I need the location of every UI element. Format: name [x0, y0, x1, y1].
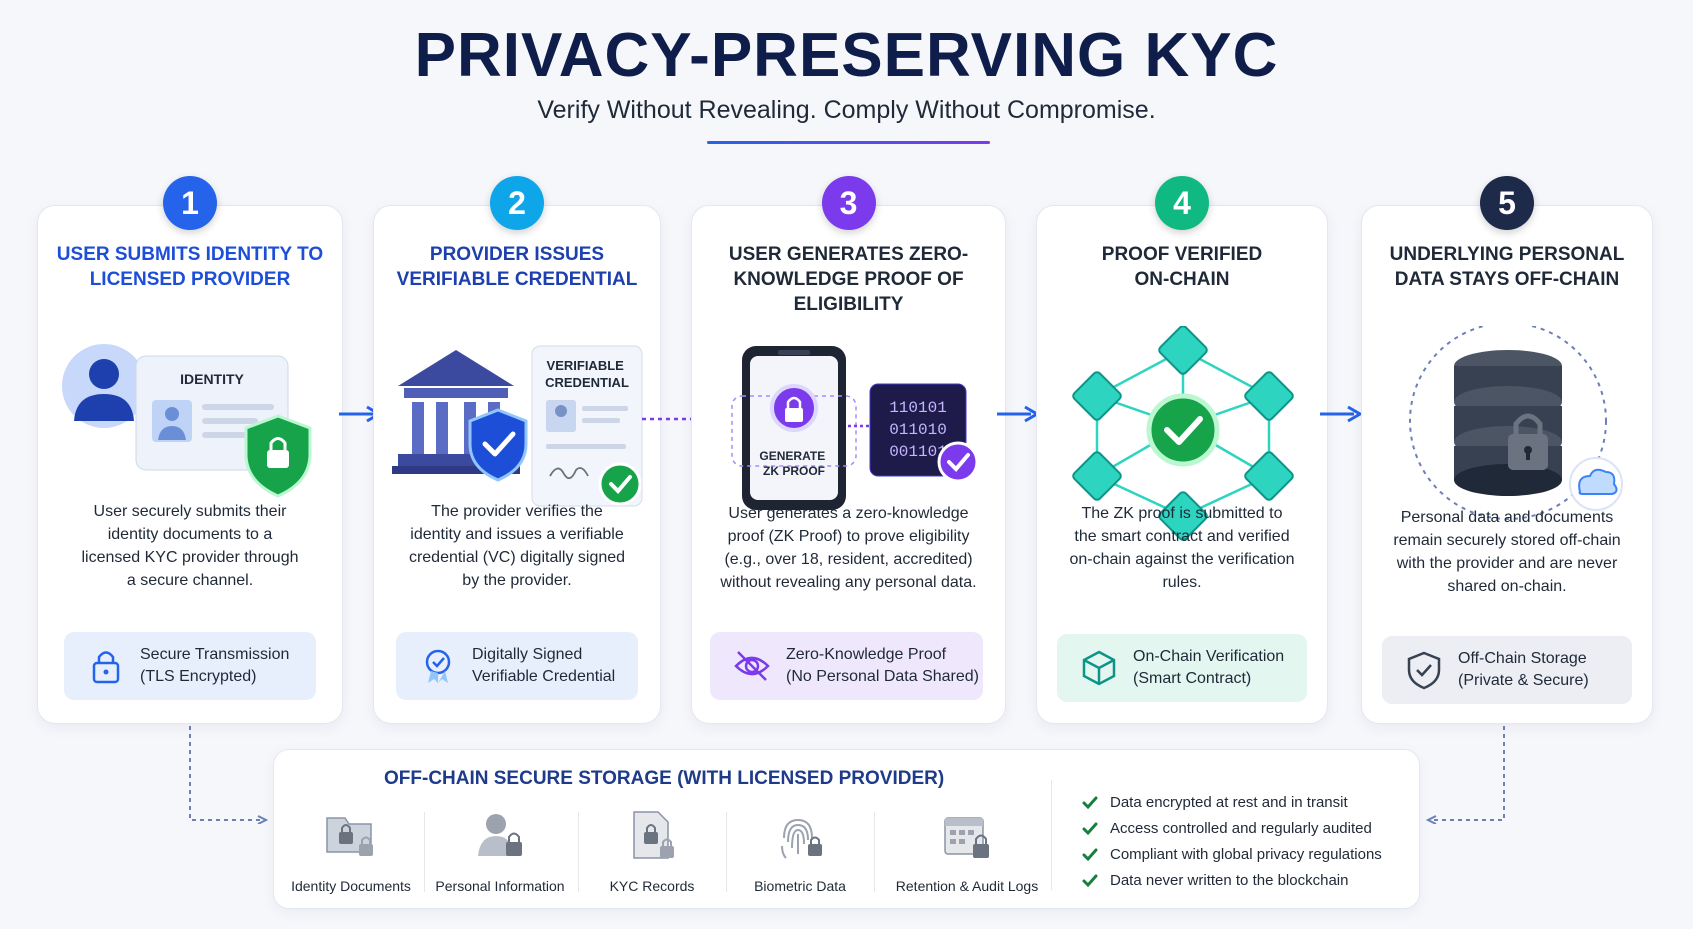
pill-line-2: (Private & Secure): [1458, 672, 1589, 689]
checkmark-icon: [1082, 822, 1098, 836]
step-description: The ZK proof is submitted to the smart c…: [1069, 505, 1295, 591]
step-number-badge: 1: [163, 176, 217, 230]
step-title: PROVIDER ISSUES VERIFIABLE CREDENTIAL: [396, 244, 638, 290]
step-title: UNDERLYING PERSONAL DATA STAYS OFF-CHAIN: [1389, 244, 1625, 290]
bank-building-icon: [398, 350, 514, 386]
step-description: Personal data and documents remain secur…: [1393, 509, 1621, 595]
pill-line-1: Zero-Knowledge Proof: [786, 646, 947, 663]
zk-proof-label: GENERATE ZK PROOF: [759, 449, 828, 478]
step-number-badge: 2: [490, 176, 544, 230]
step-feature-pill: Secure Transmission (TLS Encrypted): [64, 632, 316, 700]
pill-line-2: (No Personal Data Shared): [786, 668, 979, 685]
pill-line-1: Off-Chain Storage: [1458, 650, 1587, 667]
pill-line-1: On-Chain Verification: [1133, 648, 1285, 665]
pill-line-2: (TLS Encrypted): [140, 668, 257, 685]
storage-item-label: Biometric Data: [754, 878, 846, 894]
storage-divider: [424, 812, 425, 892]
database-icon: [1454, 350, 1562, 496]
checkmark-icon: [1082, 874, 1098, 888]
credential-label-line2: CREDENTIAL: [545, 375, 629, 390]
storage-item-personal-information: Personal Information: [425, 808, 575, 900]
flow-arrow-icon: [1320, 405, 1363, 423]
svg-text:011010: 011010: [889, 421, 947, 439]
verified-check-icon: [1146, 393, 1220, 467]
step-number-badge: 3: [821, 176, 876, 230]
step-card-3: 3 USER GENERATES ZERO-KNOWLEDGE PROOF OF…: [691, 176, 1006, 724]
certificate-badge-icon: [425, 649, 451, 683]
checklist-item: Data encrypted at rest and in transit: [1082, 790, 1412, 816]
step-feature-pill: Off-Chain Storage (Private & Secure): [1382, 636, 1632, 704]
cloud-icon: [1578, 468, 1618, 495]
left-connector-arrow-icon: [189, 726, 269, 824]
step-card-2: 2 PROVIDER ISSUES VERIFIABLE CREDENTIAL …: [373, 176, 661, 724]
svg-text:110101: 110101: [889, 399, 947, 417]
blockchain-node-icon: [1072, 326, 1294, 541]
checklist-item: Access controlled and regularly audited: [1082, 816, 1412, 842]
page-subtitle: Verify Without Revealing. Comply Without…: [537, 96, 1156, 124]
step-number-badge: 5: [1480, 176, 1534, 230]
id-card-label: IDENTITY: [180, 371, 244, 387]
offchain-storage-panel: OFF-CHAIN SECURE STORAGE (WITH LICENSED …: [273, 749, 1420, 909]
identity-submission-illustration: IDENTITY: [62, 344, 312, 498]
page-title: PRIVACY-PRESERVING KYC: [414, 21, 1279, 90]
step-description: User securely submits their identity doc…: [81, 503, 299, 589]
check-circle-icon: [598, 462, 642, 506]
storage-divider: [578, 812, 579, 892]
storage-item-label: Personal Information: [435, 878, 565, 894]
title-divider: [707, 141, 990, 144]
credential-label: VERIFIABLE CREDENTIAL: [545, 358, 629, 390]
zk-proof-illustration: GENERATE ZK PROOF 110101 011010 001101: [731, 346, 979, 510]
checklist-item: Compliant with global privacy regulation…: [1082, 842, 1412, 868]
pill-line-1: Digitally Signed: [472, 646, 583, 663]
step-title: PROOF VERIFIED ON-CHAIN: [1101, 244, 1263, 290]
pill-line-1: Secure Transmission: [140, 646, 290, 663]
calendar-lock-icon: [944, 817, 989, 858]
storage-item-label: KYC Records: [609, 878, 695, 894]
checklist-item: Data never written to the blockchain: [1082, 868, 1412, 894]
storage-divider: [1051, 780, 1052, 890]
check-circle-icon: [937, 441, 979, 483]
fingerprint-lock-icon: [781, 818, 822, 859]
step-card-4: 4 PROOF VERIFIED ON-CHAIN The ZK proof i…: [1036, 176, 1328, 724]
storage-title: OFF-CHAIN SECURE STORAGE (WITH LICENSED …: [384, 768, 945, 789]
eye-off-icon: [734, 651, 770, 681]
credential-issuance-illustration: VERIFIABLE CREDENTIAL: [392, 345, 643, 507]
blockchain-network-illustration: [1072, 326, 1294, 541]
storage-item-retention-audit-logs: Retention & Audit Logs: [882, 808, 1052, 900]
svg-text:001101: 001101: [889, 443, 947, 461]
storage-item-kyc-records: KYC Records: [577, 808, 727, 900]
checkmark-icon: [1082, 796, 1098, 810]
step-card-1: 1 USER SUBMITS IDENTITY TO LICENSED PROV…: [37, 176, 343, 724]
pill-line-2: (Smart Contract): [1133, 670, 1252, 687]
storage-item-label: Identity Documents: [291, 878, 411, 894]
step-feature-pill: On-Chain Verification (Smart Contract): [1057, 634, 1307, 702]
right-connector-arrow-icon: [1425, 726, 1505, 824]
storage-item-identity-documents: Identity Documents: [276, 808, 426, 900]
step-number-badge: 4: [1155, 176, 1209, 230]
padlock-icon: [92, 651, 120, 684]
step-card-5: 5 UNDERLYING PERSONAL DATA STAYS OFF-CHA…: [1361, 176, 1653, 724]
folder-lock-icon: [326, 817, 373, 856]
credential-label-line1: VERIFIABLE: [547, 358, 625, 373]
storage-divider: [874, 812, 875, 892]
smart-contract-cube-icon: [1082, 650, 1116, 686]
pill-line-2: Verifiable Credential: [472, 668, 616, 685]
storage-checklist: Data encrypted at rest and in transit Ac…: [1082, 790, 1412, 894]
step-title: USER GENERATES ZERO-KNOWLEDGE PROOF OF E…: [728, 244, 969, 315]
shield-check-icon: [1407, 651, 1441, 690]
checkmark-icon: [1082, 848, 1098, 862]
person-lock-icon: [478, 814, 522, 856]
storage-item-label: Retention & Audit Logs: [895, 878, 1039, 894]
storage-item-biometric-data: Biometric Data: [725, 808, 875, 900]
shield-check-icon: [468, 408, 528, 482]
padlock-icon: [1508, 413, 1548, 470]
offchain-database-illustration: [1409, 326, 1623, 520]
step-title: USER SUBMITS IDENTITY TO LICENSED PROVID…: [56, 244, 324, 290]
step-description: User generates a zero-knowledge proof (Z…: [720, 505, 977, 591]
document-lock-icon: [633, 811, 674, 859]
step-description: The provider verifies the identity and i…: [408, 503, 626, 589]
storage-divider: [726, 812, 727, 892]
step-feature-pill: Zero-Knowledge Proof (No Personal Data Sh…: [710, 632, 983, 700]
